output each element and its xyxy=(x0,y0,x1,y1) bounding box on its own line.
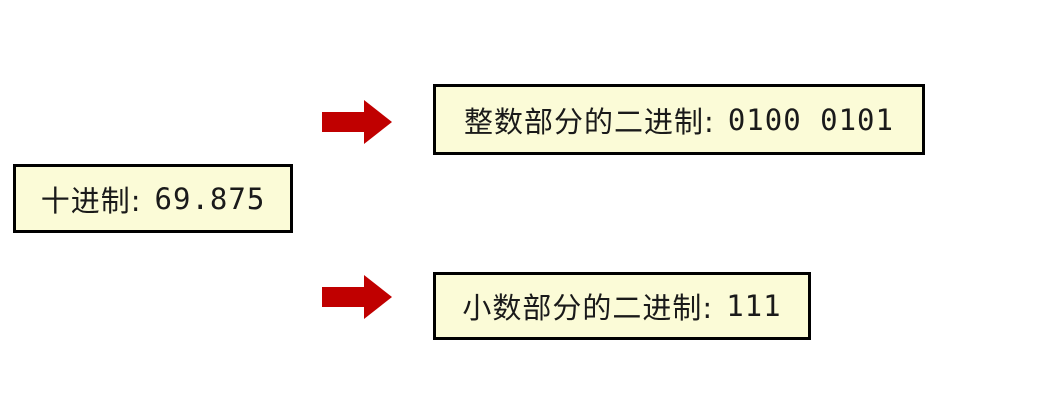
integer-binary-box: 整数部分的二进制: 0100 0101 xyxy=(433,84,925,155)
fraction-binary-label: 小数部分的二进制: xyxy=(462,291,714,325)
decimal-box-label: 十进制: xyxy=(40,183,142,218)
decimal-box: 十进制: 69.875 xyxy=(13,164,293,233)
right-arrow-to-fraction-icon xyxy=(322,275,392,319)
right-arrow-to-integer-icon xyxy=(322,100,392,144)
integer-binary-label: 整数部分的二进制: xyxy=(464,104,715,139)
decimal-box-value: 69.875 xyxy=(154,181,266,216)
fraction-binary-value: 111 xyxy=(726,289,782,323)
integer-binary-value: 0100 0101 xyxy=(727,102,894,137)
fraction-binary-box: 小数部分的二进制: 111 xyxy=(433,272,811,340)
